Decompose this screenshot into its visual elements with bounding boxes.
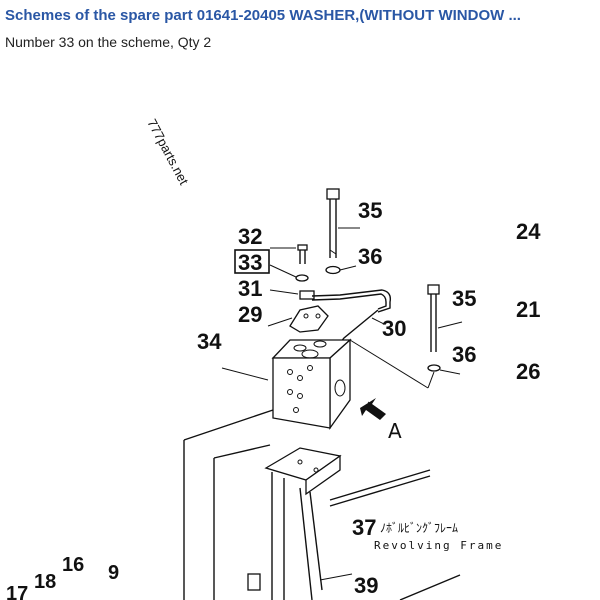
callout-30[interactable]: 30 [382, 316, 406, 341]
clip-31 [269, 289, 315, 300]
stand-bracket-37 [247, 447, 353, 600]
callout-9[interactable]: 9 [108, 562, 119, 584]
frame-lines [183, 409, 461, 600]
bolt-35-top [326, 188, 360, 258]
part-number-qty: Number 33 on the scheme, Qty 2 [5, 34, 212, 50]
frame-label-japanese: ﾉﾎﾞﾙﾋﾞﾝｸﾞﾌﾚｰﾑ [380, 521, 458, 535]
callout-34[interactable]: 34 [197, 329, 222, 354]
callout-17[interactable]: 17 [6, 583, 28, 600]
callout-36-right[interactable]: 36 [452, 342, 476, 367]
callout-35-right[interactable]: 35 [452, 286, 476, 311]
callout-26[interactable]: 26 [516, 359, 540, 384]
bolt-32 [270, 244, 308, 264]
washer-36-top [325, 265, 357, 275]
callout-24[interactable]: 24 [516, 219, 541, 244]
callout-32[interactable]: 32 [238, 224, 262, 249]
callout-33-highlighted[interactable]: 33 [238, 250, 262, 275]
callout-31[interactable]: 31 [238, 276, 262, 301]
watermark: 777parts.net [144, 116, 191, 187]
washer-36-right [427, 364, 461, 375]
bracket-29 [267, 305, 329, 333]
valve-block [221, 338, 352, 431]
parts-scheme-diagram: 777parts.net [6, 116, 541, 600]
highlight-box-33 [234, 249, 270, 274]
view-arrow-a: A [360, 398, 402, 443]
callout-37[interactable]: 37 [352, 515, 376, 540]
frame-label-english: Revolving Frame [374, 539, 503, 552]
page-title[interactable]: Schemes of the spare part 01641-20405 WA… [5, 7, 521, 24]
callout-29[interactable]: 29 [238, 302, 262, 327]
callout-16[interactable]: 16 [62, 554, 84, 576]
callout-18[interactable]: 18 [34, 571, 56, 593]
washer-33 [269, 264, 309, 282]
callout-21[interactable]: 21 [516, 297, 540, 322]
bolt-35-right [427, 284, 463, 352]
callout-35-top[interactable]: 35 [358, 198, 382, 223]
callout-39[interactable]: 39 [354, 573, 378, 598]
callout-36-top[interactable]: 36 [358, 244, 382, 269]
arrow-label: A [388, 419, 402, 443]
